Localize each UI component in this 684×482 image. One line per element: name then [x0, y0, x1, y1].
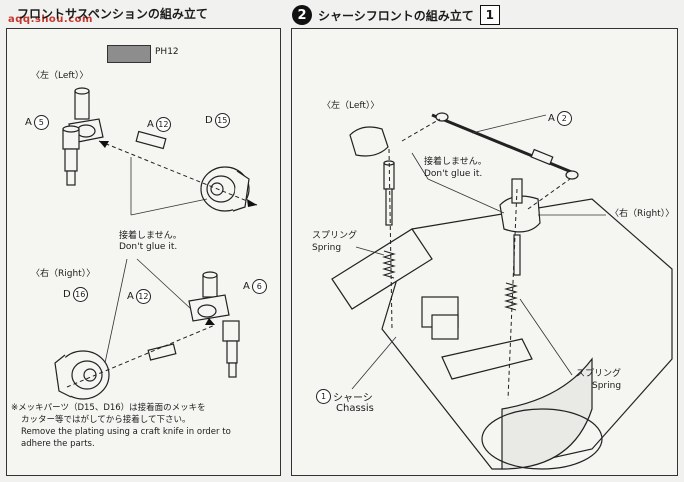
part-number: 6	[251, 279, 267, 294]
part-number: 12	[135, 289, 151, 304]
plating-note-jp-2: カッター等ではがしてから接着して下さい。	[21, 415, 191, 425]
no-glue-jp: 接着しません。	[119, 231, 182, 241]
part-a12-top: A 12	[147, 117, 171, 132]
paint-swatch	[107, 45, 151, 63]
step2-illustration	[331, 112, 673, 470]
step1-title-text: フロントサスペンションの組み立て	[17, 7, 208, 21]
part-a5: A 5	[25, 115, 49, 130]
part-a2: A 2	[548, 111, 572, 126]
part-number: 2	[556, 111, 572, 126]
spring-label-right-jp: スプリング	[576, 369, 622, 379]
part-letter: D	[63, 289, 71, 300]
step2-box-number: 1	[479, 5, 500, 25]
part-letter: A	[243, 281, 250, 292]
step1-illustration	[54, 87, 258, 400]
part-d15-top: D 15	[205, 113, 230, 128]
step2-title-text: シャーシフロントの組み立て	[318, 8, 474, 23]
no-glue-en: Don't glue it.	[119, 242, 178, 252]
no-glue-en: Don't glue it.	[424, 169, 483, 179]
part-a12-bottom: A 12	[127, 289, 151, 304]
plating-note-en-2: adhere the parts.	[21, 439, 95, 449]
step1-panel: フロントサスペンションの組み立て PH12 〈左（Left）〉 〈右（Right…	[6, 7, 281, 476]
part-letter: A	[25, 117, 32, 128]
part-letter: A	[548, 113, 555, 124]
part-number: 15	[214, 113, 230, 128]
no-glue-jp: 接着しません。	[424, 157, 487, 167]
right-side-label: 〈右（Right）〉	[610, 209, 675, 219]
chassis-label: 1 シャーシ	[316, 389, 373, 404]
part-a6: A 6	[243, 279, 267, 294]
plating-note-en-1: Remove the plating using a craft knife i…	[21, 427, 231, 437]
spring-label-right-en: Spring	[592, 381, 622, 391]
paint-code: PH12	[155, 47, 179, 57]
spring-label-left-jp: スプリング	[312, 231, 358, 241]
left-side-label: 〈左（Left）〉	[31, 71, 89, 81]
part-number: 16	[72, 287, 88, 302]
chassis-en: Chassis	[336, 403, 374, 414]
step1-title: フロントサスペンションの組み立て	[17, 5, 208, 22]
right-side-label: 〈右（Right）〉	[31, 269, 96, 279]
spring-label-left-en: Spring	[312, 243, 342, 253]
part-number: 12	[155, 117, 171, 132]
part-letter: A	[147, 119, 154, 130]
part-number: 5	[33, 115, 49, 130]
step2-title: 2 シャーシフロントの組み立て 1	[292, 5, 500, 25]
part-letter: D	[205, 115, 213, 126]
left-side-label: 〈左（Left）〉	[322, 101, 380, 111]
step2-panel: 2 シャーシフロントの組み立て 1 〈左（Left）〉 〈右（Right）〉 A…	[291, 5, 678, 476]
part-d16: D 16	[63, 287, 88, 302]
chassis-number: 1	[316, 389, 331, 404]
chassis-jp: シャーシ	[333, 393, 373, 404]
part-letter: A	[127, 291, 134, 302]
plating-note-jp-1: ※メッキパーツ（D15、D16）は接着面のメッキを	[11, 403, 206, 413]
step2-number: 2	[292, 5, 312, 25]
watermark: aqq.shou.com	[8, 14, 93, 25]
